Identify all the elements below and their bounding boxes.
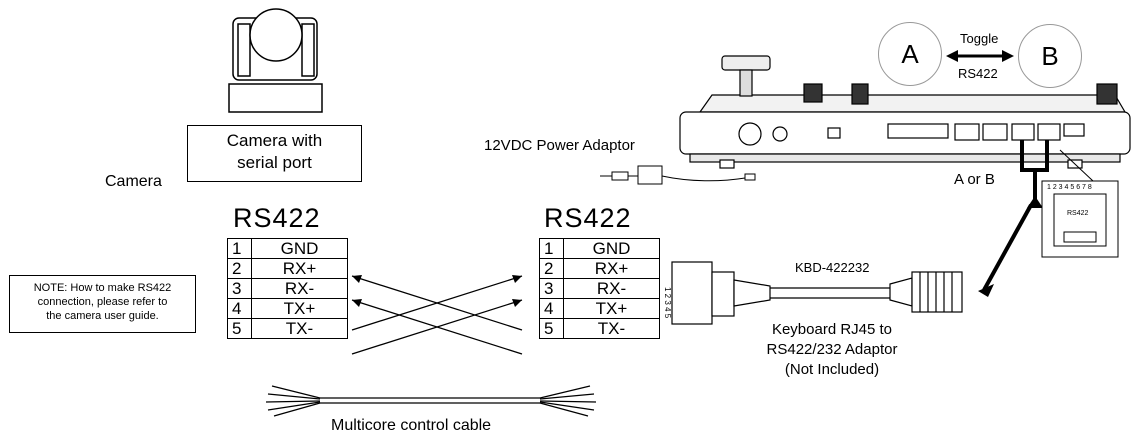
pin-signal: TX- [563,318,660,339]
port-detail-label: RS422 [1067,210,1089,217]
port-select-lines [982,140,1049,291]
pin-number: 5 [227,318,252,339]
pin-number: 4 [227,298,252,319]
pin-number: 1 [539,238,564,259]
pin-number: 4 [539,298,564,319]
adaptor-cable-drawing [671,261,963,325]
adaptor-description: Keyboard RJ45 to RS422/232 Adaptor (Not … [752,320,912,380]
note-box: NOTE: How to make RS422 connection, plea… [9,275,196,333]
port-a-label: A [901,39,919,69]
toggle-arrow [946,50,1014,62]
adaptor-desc-line1: Keyboard RJ45 to [771,321,893,338]
note-line1: NOTE: How to make RS422 [33,282,172,294]
keyboard-controller-drawing [679,55,1131,169]
adaptor-pin-numbers: 1 2 3 4 5 [663,287,672,319]
port-b-label: B [1041,41,1059,71]
pin-signal: RX+ [251,258,348,279]
camera-label-line2: serial port [237,153,312,172]
power-adaptor-label: 12VDC Power Adaptor [484,137,635,154]
camera-side-label: Camera [105,173,162,190]
adaptor-model-label: KBD-422232 [795,260,870,275]
pin-signal: GND [251,238,348,259]
pin-signal: TX- [251,318,348,339]
pin-number: 5 [539,318,564,339]
camera-label-box: Camera with serial port [187,125,362,182]
port-select-arrowheads [978,196,1043,297]
pin-signal: RX- [563,278,660,299]
note-line2: connection, please refer to [37,296,168,308]
port-a-circle: A [878,22,942,86]
pin-signal: RX+ [563,258,660,279]
port-detail-pins: 1 2 3 4 5 6 7 8 [1047,184,1092,191]
pin-number: 2 [539,258,564,279]
port-b-circle: B [1018,24,1082,88]
camera-drawing [228,8,323,113]
right-table-title: RS422 [544,203,632,233]
multicore-cable [265,385,597,417]
pin-number: 2 [227,258,252,279]
camera-label-line1: Camera with [226,131,323,150]
power-adaptor-drawing [600,165,756,185]
pin-number: 3 [227,278,252,299]
port-select-label: A or B [954,171,995,188]
pin-number: 3 [539,278,564,299]
adaptor-desc-line2: RS422/232 Adaptor [766,341,898,358]
pin-signal: GND [563,238,660,259]
pin-number: 1 [227,238,252,259]
pin-signal: TX+ [251,298,348,319]
cable-label: Multicore control cable [331,417,492,434]
toggle-rs-label: RS422 [958,66,998,81]
wire-arrowheads [352,275,522,307]
toggle-label: Toggle [960,31,999,46]
pin-signal: TX+ [563,298,660,319]
note-line3: the camera user guide. [46,310,159,322]
left-table-title: RS422 [233,203,321,233]
port-detail-callout [1041,149,1119,258]
pin-signal: RX- [251,278,348,299]
adaptor-desc-line3: (Not Included) [784,361,880,378]
crossed-wires [351,275,523,355]
